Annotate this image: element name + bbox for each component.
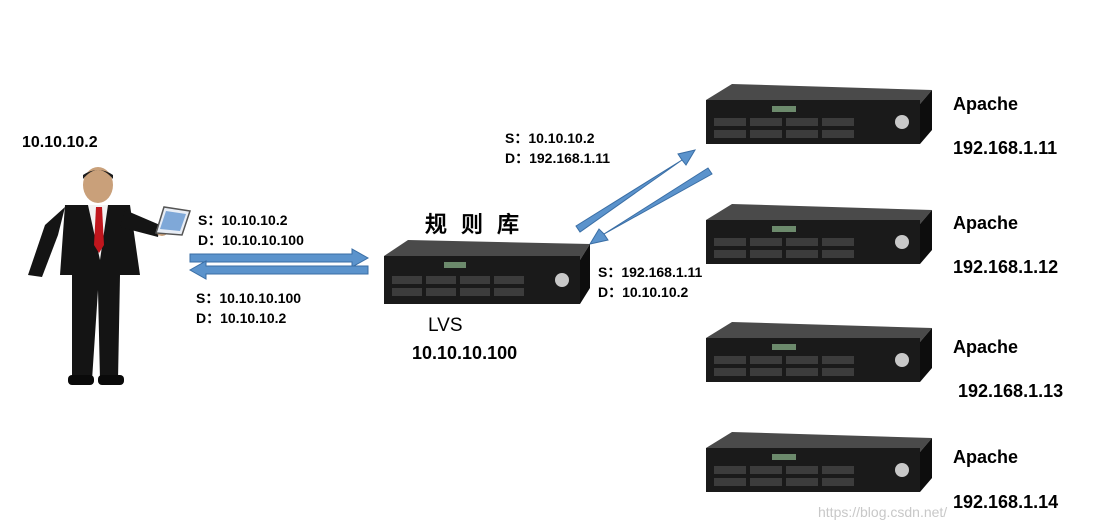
server-3-name: Apache <box>953 337 1019 357</box>
back-destination: D：10.10.10.2 <box>598 284 689 300</box>
reply-arrow <box>188 260 369 280</box>
server-2-icon <box>706 204 932 264</box>
server-2-name: Apache <box>953 213 1019 233</box>
server-1-icon <box>706 84 932 144</box>
lvs-ip: 10.10.10.100 <box>412 343 518 363</box>
lvs-name: LVS <box>428 315 463 336</box>
forward-arrow <box>575 149 697 233</box>
rules-library-label: 规则库 <box>425 212 534 238</box>
lvs-server-icon <box>384 240 590 304</box>
reply-destination: D：10.10.10.2 <box>196 310 287 326</box>
server-1-name: Apache <box>953 94 1019 114</box>
client-ip-label: 10.10.10.2 <box>22 134 98 151</box>
request-destination: D：10.10.10.100 <box>198 232 304 248</box>
back-source: S：192.168.1.11 <box>598 264 703 280</box>
return-arrow <box>588 167 713 245</box>
server-1-ip: 192.168.1.11 <box>953 138 1058 158</box>
server-2-ip: 192.168.1.12 <box>953 257 1059 277</box>
server-4-name: Apache <box>953 447 1019 467</box>
request-arrow <box>189 248 370 268</box>
server-3-icon <box>706 322 932 382</box>
forward-source: S：10.10.10.2 <box>505 130 595 146</box>
server-3-ip: 192.168.1.13 <box>958 381 1064 401</box>
request-source: S：10.10.10.2 <box>198 212 288 228</box>
forward-destination: D：192.168.1.11 <box>505 150 611 166</box>
watermark: https://blog.csdn.net/ <box>818 504 948 520</box>
server-4-ip: 192.168.1.14 <box>953 492 1059 512</box>
server-4-icon <box>706 432 932 492</box>
tablet-icon <box>155 206 191 236</box>
reply-source: S：10.10.10.100 <box>196 290 302 306</box>
